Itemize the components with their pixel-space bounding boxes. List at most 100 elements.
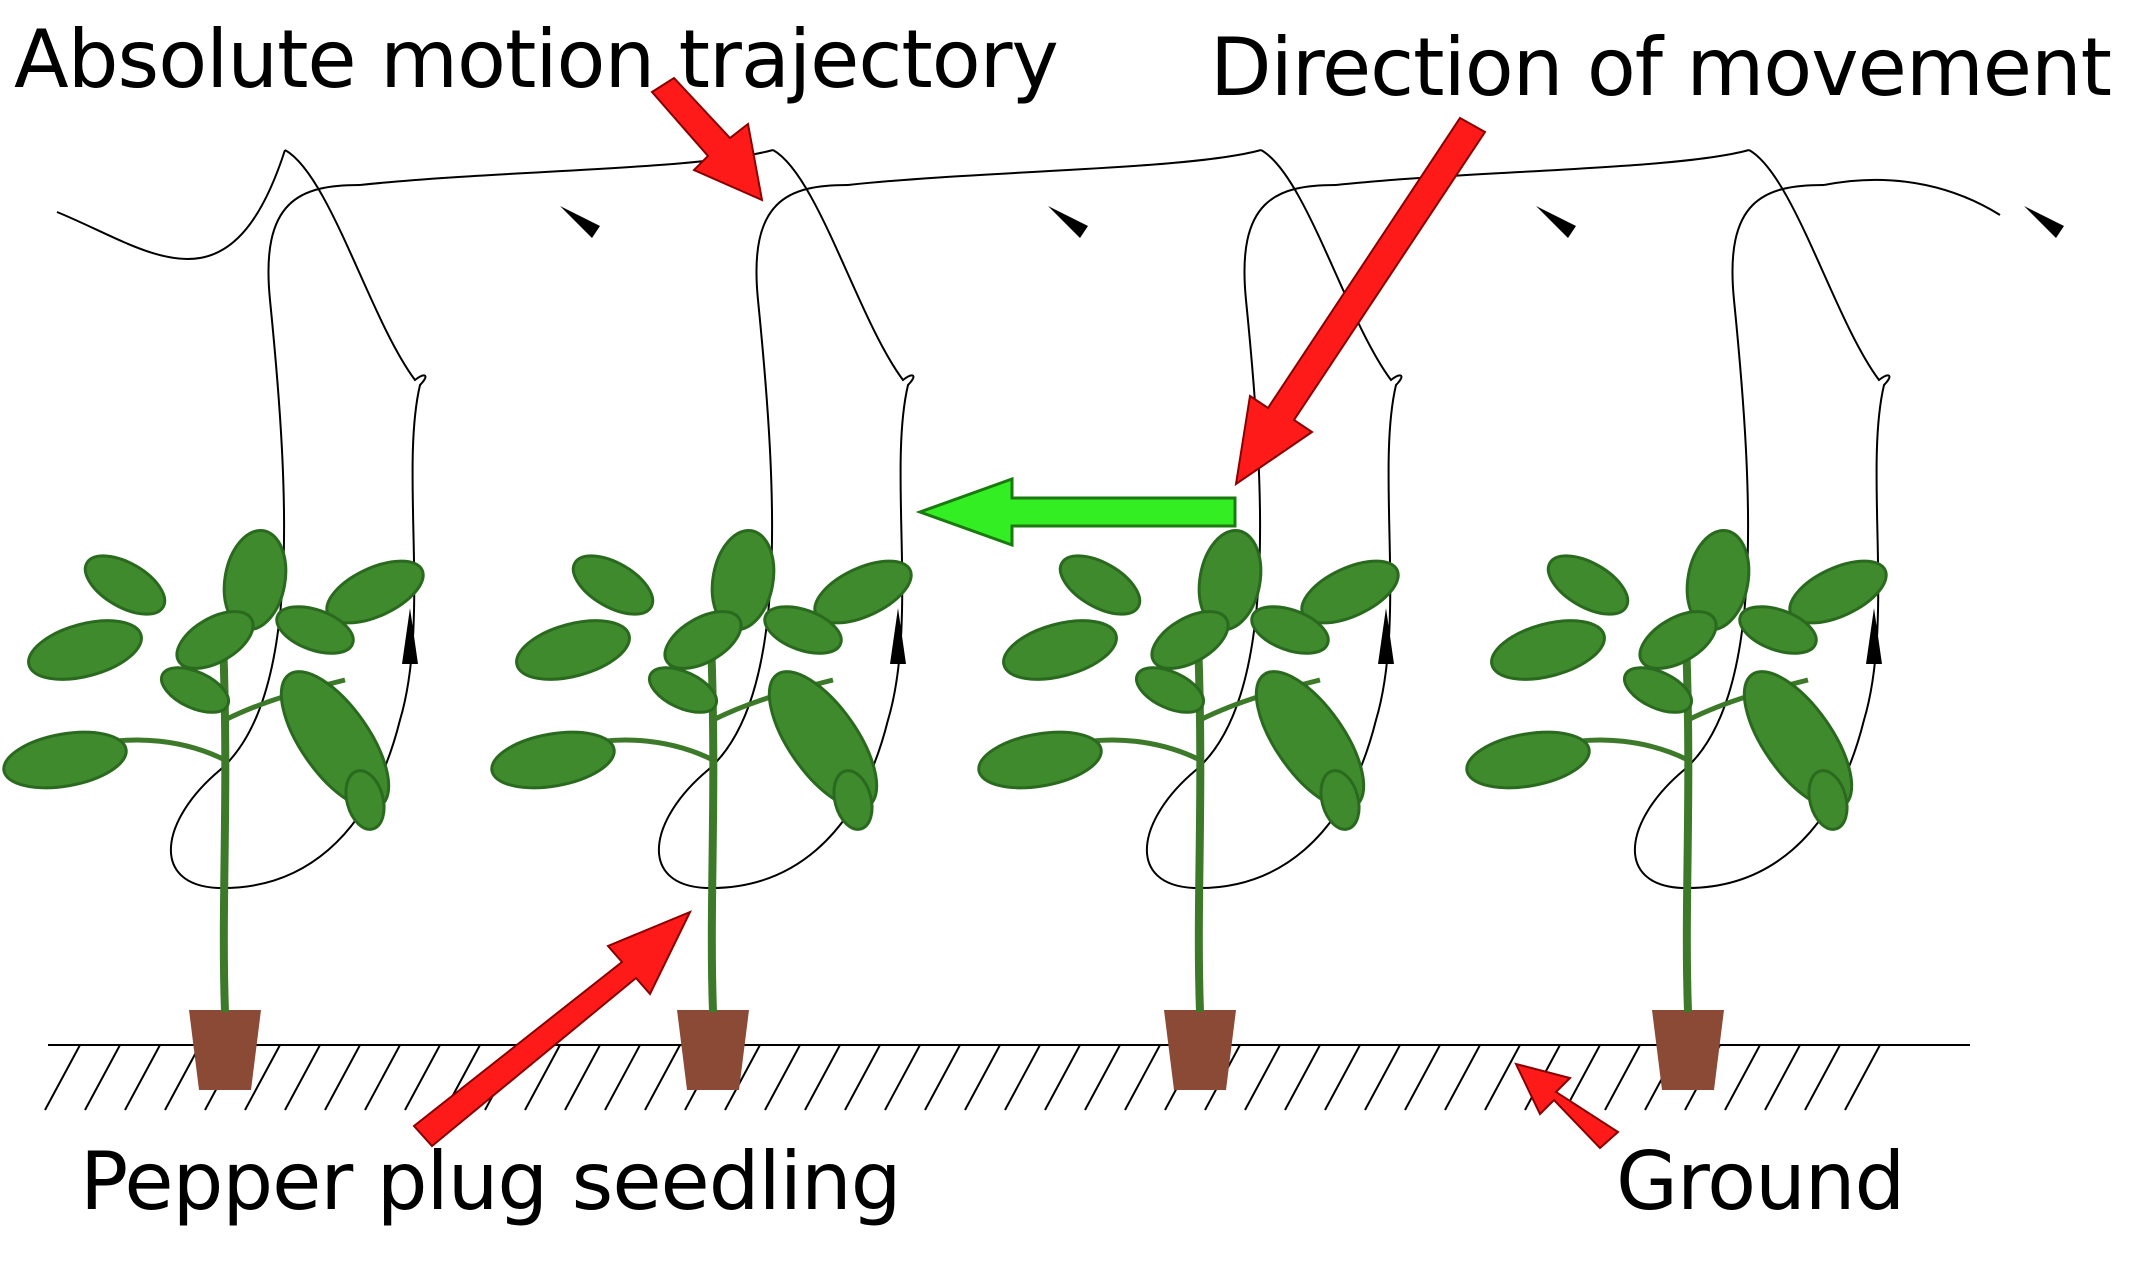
leaf [1546, 554, 1630, 616]
direction-arrow [915, 476, 1237, 548]
hatch-mark [1404, 1044, 1441, 1111]
hatch-mark [1364, 1044, 1401, 1111]
pot [1652, 1010, 1724, 1090]
trajectory-arrowhead [402, 608, 418, 664]
trajectory-arrowhead [1048, 206, 1088, 238]
ground-hatch [44, 1044, 1881, 1111]
hatch-mark [284, 1044, 321, 1111]
seedling [490, 528, 913, 1090]
hatch-mark [1764, 1044, 1801, 1111]
hatch-mark [884, 1044, 921, 1111]
leaf [763, 605, 843, 655]
trajectory-arrowhead [1378, 608, 1394, 664]
hatch-mark [1484, 1044, 1521, 1111]
leaf [1134, 666, 1206, 714]
trajectory-label: Absolute motion trajectory [14, 13, 1059, 106]
hatch-mark [1604, 1044, 1641, 1111]
seedling [977, 528, 1400, 1090]
hatch-mark [804, 1044, 841, 1111]
leaf [1002, 619, 1118, 681]
leaf [275, 605, 355, 655]
leaf [977, 730, 1103, 790]
hatch-mark [724, 1044, 761, 1111]
leaf [1638, 610, 1718, 670]
leaf [1319, 769, 1361, 831]
leaf [1622, 666, 1694, 714]
hatch-mark [844, 1044, 881, 1111]
trajectory-loop [1145, 149, 1403, 890]
hatch-mark [1284, 1044, 1321, 1111]
trajectory-loop [169, 149, 427, 890]
leaf [490, 730, 616, 790]
seedlings [2, 528, 1888, 1090]
hatch-mark [1564, 1044, 1601, 1111]
trajectory-arrowhead [560, 206, 600, 238]
trajectory-segment [56, 149, 286, 260]
ground-label: Ground [1616, 1135, 1905, 1228]
hatch-mark [1084, 1044, 1121, 1111]
direction-label: Direction of movement [1210, 21, 2112, 114]
leaf [1738, 605, 1818, 655]
hatch-mark [44, 1044, 81, 1111]
hatch-mark [1804, 1044, 1841, 1111]
trajectory-arrowhead [1866, 608, 1882, 664]
hatch-mark [924, 1044, 961, 1111]
hatch-mark [1004, 1044, 1041, 1111]
leaf [1250, 605, 1330, 655]
leaf [159, 666, 231, 714]
hatch-mark [1724, 1044, 1761, 1111]
leaf [2, 730, 128, 790]
trajectory-loop [657, 149, 915, 890]
seedling [1465, 528, 1888, 1090]
hatch-mark [524, 1044, 561, 1111]
absolute-motion-trajectory [56, 149, 2064, 890]
hatch-mark [1244, 1044, 1281, 1111]
leaf [27, 619, 143, 681]
trajectory-loop [1633, 149, 1891, 890]
trajectory-arrowhead [1536, 206, 1576, 238]
trajectory-segment [1335, 149, 1750, 186]
leaf [832, 769, 874, 831]
hatch-mark [84, 1044, 121, 1111]
leaf [1490, 619, 1606, 681]
hatch-mark [1124, 1044, 1161, 1111]
hatch-mark [1324, 1044, 1361, 1111]
hatch-mark [244, 1044, 281, 1111]
hatch-mark [404, 1044, 441, 1111]
seedling-label: Pepper plug seedling [80, 1135, 901, 1228]
leaf [175, 610, 255, 670]
leaf [1058, 554, 1142, 616]
direction-callout-arrow [1234, 116, 1487, 487]
hatch-mark [1844, 1044, 1881, 1111]
hatch-mark [604, 1044, 641, 1111]
leaf [1465, 730, 1591, 790]
hatch-mark [124, 1044, 161, 1111]
ground-callout-arrow [1514, 1062, 1620, 1150]
leaf [344, 769, 386, 831]
trajectory-segment [1823, 178, 2001, 216]
hatch-mark [1044, 1044, 1081, 1111]
trajectory-callout-arrow [650, 76, 764, 202]
leaf [1807, 769, 1849, 831]
leaf [1150, 610, 1230, 670]
pot [1164, 1010, 1236, 1090]
seedling-callout-arrow [412, 910, 693, 1148]
hatch-mark [564, 1044, 601, 1111]
leaf [663, 610, 743, 670]
trajectory-arrowhead [2024, 206, 2064, 238]
hatch-mark [1444, 1044, 1481, 1111]
seedling [2, 528, 425, 1090]
hatch-mark [964, 1044, 1001, 1111]
hatch-mark [644, 1044, 681, 1111]
leaf [83, 554, 167, 616]
hatch-mark [324, 1044, 361, 1111]
pot [677, 1010, 749, 1090]
leaf [515, 619, 631, 681]
hatch-mark [764, 1044, 801, 1111]
leaf [571, 554, 655, 616]
leaf [647, 666, 719, 714]
hatch-mark [364, 1044, 401, 1111]
trajectory-arrowhead [890, 608, 906, 664]
